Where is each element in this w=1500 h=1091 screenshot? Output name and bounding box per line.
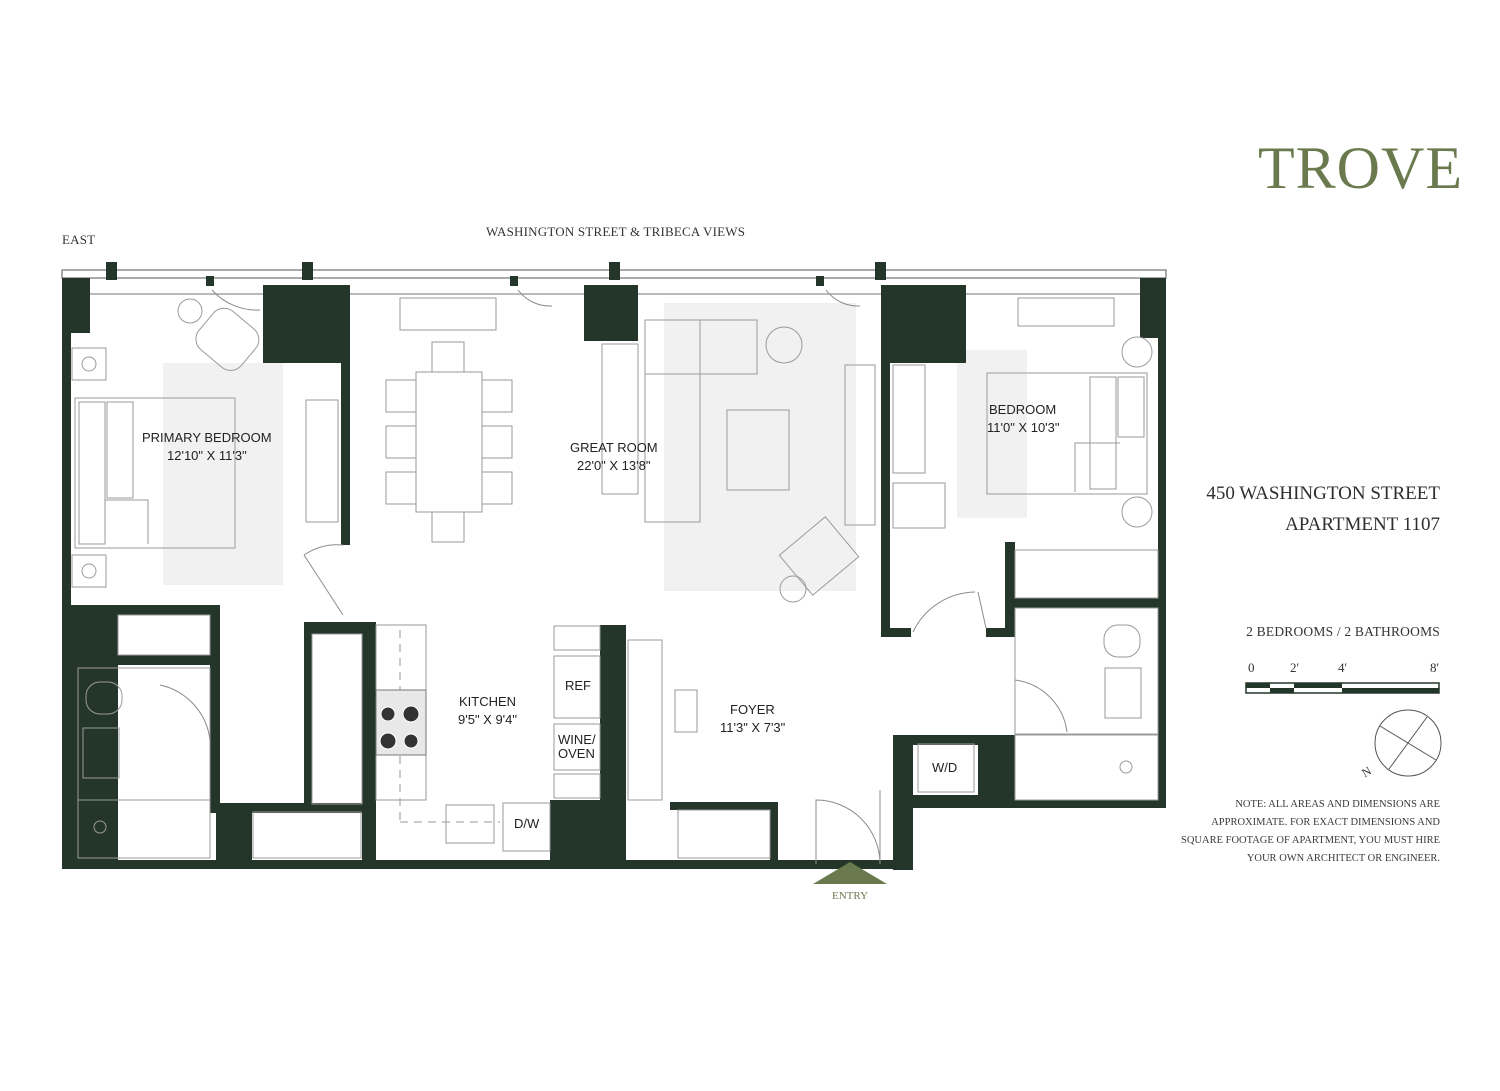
- address-line-2: APARTMENT 1107: [1285, 514, 1440, 535]
- scale-tick-0: 0: [1248, 660, 1255, 675]
- views-label: WASHINGTON STREET & TRIBECA VIEWS: [486, 224, 746, 239]
- unit-summary: 2 BEDROOMS / 2 BATHROOMS: [1246, 624, 1440, 639]
- great-room-dims: 22'0" X 13'8": [577, 458, 651, 473]
- walls: [62, 262, 1166, 870]
- scale-bar: 0 2' 4' 8': [1240, 656, 1445, 701]
- ref-label: REF: [565, 678, 591, 693]
- great-room-name: GREAT ROOM: [570, 440, 658, 455]
- entry-label: ENTRY: [832, 890, 868, 902]
- note-line-3: SQUARE FOOTAGE OF APARTMENT, YOU MUST HI…: [1180, 835, 1440, 846]
- wd-label: W/D: [932, 760, 957, 775]
- foyer-dims: 11'3" X 7'3": [720, 720, 786, 735]
- note-line-4: YOUR OWN ARCHITECT OR ENGINEER.: [1246, 853, 1440, 864]
- brand-logo: TROVE: [1258, 135, 1463, 201]
- kitchen-dims: 9'5" X 9'4": [458, 712, 517, 727]
- scale-tick-2: 2': [1290, 660, 1299, 675]
- primary-bedroom-name: PRIMARY BEDROOM: [142, 430, 272, 445]
- scale-tick-8: 8': [1430, 660, 1439, 675]
- bedroom-dims: 11'0" X 10'3": [987, 420, 1060, 435]
- note-line-2: APPROXIMATE. FOR EXACT DIMENSIONS AND: [1211, 817, 1440, 828]
- wine-oven-label-1: WINE/: [558, 732, 596, 747]
- kitchen-name: KITCHEN: [459, 694, 516, 709]
- address-block: 450 WASHINGTON STREET APARTMENT 1107: [1206, 478, 1440, 540]
- primary-bedroom-dims: 12'10" X 11'3": [167, 448, 247, 463]
- wine-oven-label-2: OVEN: [558, 746, 595, 761]
- entry-marker-icon: [813, 862, 887, 884]
- address-line-1: 450 WASHINGTON STREET: [1206, 483, 1440, 504]
- disclaimer-note: NOTE: ALL AREAS AND DIMENSIONS ARE APPRO…: [1160, 796, 1440, 868]
- bedroom-name: BEDROOM: [989, 402, 1056, 417]
- orientation-label: EAST: [62, 232, 96, 247]
- compass-icon: N: [1359, 705, 1450, 785]
- note-line-1: NOTE: ALL AREAS AND DIMENSIONS ARE: [1235, 799, 1440, 810]
- dw-label: D/W: [514, 816, 540, 831]
- scale-tick-4: 4': [1338, 660, 1347, 675]
- foyer-name: FOYER: [730, 702, 775, 717]
